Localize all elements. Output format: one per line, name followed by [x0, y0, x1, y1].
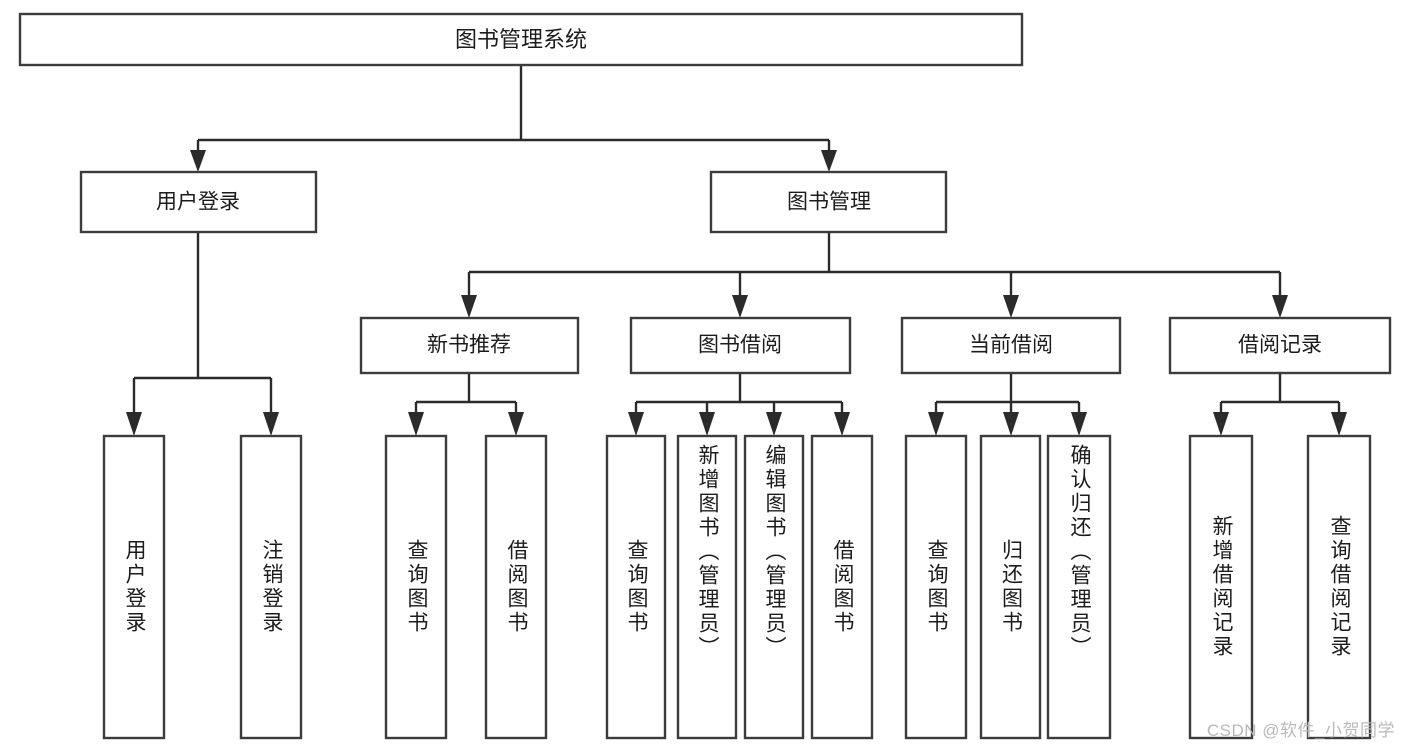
leaf-box-query-borrow-record[interactable] [1306, 434, 1372, 740]
leaf-box-borrow-book-a[interactable] [484, 434, 548, 740]
node-label-user-login: 用户登录 [156, 191, 240, 214]
node-book-management[interactable]: 图书管理 [709, 170, 948, 234]
leaf-box-confirm-return-admin[interactable] [1046, 434, 1112, 740]
arrow-head-icon [263, 412, 279, 436]
node-borrow-record[interactable]: 借阅记录 [1168, 316, 1392, 375]
connector-userlogin-to-leaves [126, 232, 279, 436]
connector-root-to-level2 [190, 65, 837, 172]
arrow-head-icon [1003, 295, 1019, 318]
arrow-head-icon [126, 412, 142, 436]
connector-currentborrow-to-leaves [928, 373, 1087, 436]
leaf-box-edit-book-admin[interactable] [743, 434, 805, 740]
leaf-box-add-borrow-record[interactable] [1188, 434, 1254, 740]
node-root-system[interactable]: 图书管理系统 [18, 12, 1024, 67]
node-new-book-recommend[interactable]: 新书推荐 [359, 316, 580, 375]
node-label-new-book-recommend: 新书推荐 [427, 334, 511, 357]
node-box-shape [359, 316, 580, 375]
node-box-shape [1168, 316, 1392, 375]
node-box-shape [79, 170, 318, 234]
arrow-head-icon [190, 150, 206, 172]
leaf-box-add-book-admin[interactable] [676, 434, 738, 740]
node-box-shape [18, 12, 1024, 67]
node-current-borrow[interactable]: 当前借阅 [900, 316, 1122, 375]
node-label-current-borrow: 当前借阅 [969, 334, 1053, 357]
leaf-box-query-book-b[interactable] [605, 434, 667, 740]
arrow-head-icon [1213, 412, 1229, 436]
arrow-head-icon [1071, 412, 1087, 436]
connector-borrowrecord-to-leaves [1213, 373, 1347, 436]
leaf-box-borrow-book-b[interactable] [810, 434, 874, 740]
arrow-head-icon [1331, 412, 1347, 436]
arrow-head-icon [1003, 412, 1019, 436]
leaf-box-query-book-a[interactable] [384, 434, 448, 740]
node-user-login[interactable]: 用户登录 [79, 170, 318, 234]
arrow-head-icon [821, 150, 837, 172]
csdn-watermark: CSDN @软件_小贺同学 [1206, 721, 1395, 740]
leaf-box-return-book[interactable] [979, 434, 1042, 740]
connector-bookmgmt-to-level3 [461, 232, 1288, 318]
arrow-head-icon [508, 412, 524, 436]
arrow-head-icon [408, 412, 424, 436]
leaf-box-user-login[interactable] [102, 434, 166, 740]
connector-bookborrow-to-leaves [628, 373, 850, 436]
arrow-head-icon [834, 412, 850, 436]
node-label-root: 图书管理系统 [455, 27, 587, 52]
arrow-head-icon [928, 412, 944, 436]
leaf-box-query-book-c[interactable] [904, 434, 968, 740]
node-label-book-management: 图书管理 [787, 191, 871, 214]
node-box-shape [709, 170, 948, 234]
arrow-head-icon [699, 412, 715, 436]
node-label-book-borrow: 图书借阅 [698, 334, 782, 357]
arrow-head-icon [766, 412, 782, 436]
arrow-head-icon [461, 295, 477, 318]
node-box-shape [629, 316, 852, 375]
arrow-head-icon [1272, 295, 1288, 318]
node-book-borrow[interactable]: 图书借阅 [629, 316, 852, 375]
leaf-box-logout-login[interactable] [239, 434, 303, 740]
connector-newbook-to-leaves [408, 373, 524, 436]
node-box-shape [900, 316, 1122, 375]
arrow-head-icon [628, 412, 644, 436]
arrow-head-icon [732, 295, 748, 318]
node-label-borrow-record: 借阅记录 [1238, 334, 1322, 357]
